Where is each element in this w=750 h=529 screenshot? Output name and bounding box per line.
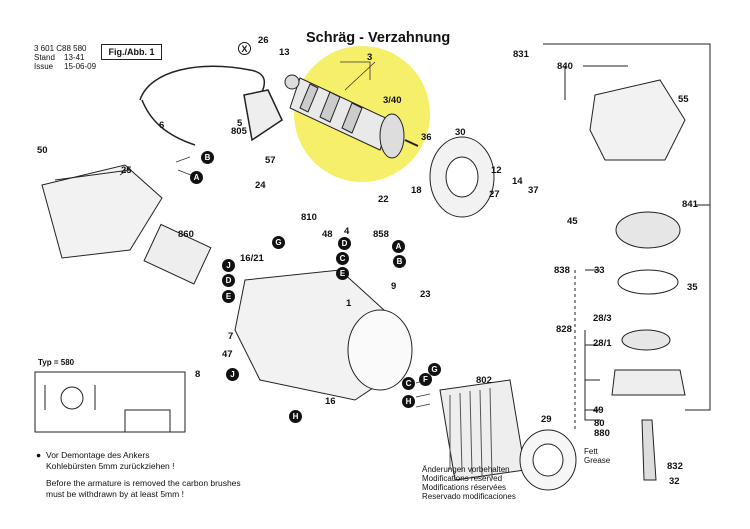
note-line-2: Kohlebürsten 5mm zurückziehen ! — [46, 461, 175, 471]
bearing-flange — [429, 136, 495, 218]
connector-e-1: E — [222, 290, 235, 303]
rear-cover — [41, 164, 163, 259]
callout-1: 1 — [346, 298, 352, 309]
callout-3-40: 3/40 — [383, 95, 402, 106]
disclaimer-de: Änderungen vorbehalten — [422, 465, 510, 474]
callout-24: 24 — [255, 180, 266, 191]
callout-8: 8 — [195, 369, 201, 380]
callout-831: 831 — [513, 49, 529, 60]
issue-value: 15-06-09 — [64, 62, 97, 71]
callout-802: 802 — [476, 375, 492, 386]
callout-22: 22 — [378, 194, 389, 205]
callout-50: 50 — [37, 145, 48, 156]
leader-lines — [119, 61, 431, 408]
callout-28-3: 28/3 — [593, 313, 612, 324]
callout-45: 45 — [567, 216, 578, 227]
callout-841: 841 — [682, 199, 698, 210]
connector-d-1: D — [222, 274, 235, 287]
page-title: Schräg - Verzahnung — [306, 30, 451, 46]
callout-26: 26 — [258, 35, 269, 46]
grease-label: Grease — [584, 456, 611, 465]
callout-55: 55 — [678, 94, 689, 105]
callout-28-1: 28/1 — [593, 338, 612, 349]
callout-860: 860 — [178, 229, 194, 240]
callout-7: 7 — [228, 331, 234, 342]
callout-828: 828 — [556, 324, 572, 335]
wiring-schematic — [34, 371, 186, 433]
connector-b-2: B — [393, 255, 406, 268]
part-number: 3 601 C88 580 — [34, 44, 87, 53]
callout-32: 32 — [669, 476, 680, 487]
connector-e-2: E — [336, 267, 349, 280]
gear-head — [589, 79, 686, 481]
brush-holder-ring — [519, 429, 577, 491]
note-line-4: must be withdrawn by at least 5mm ! — [46, 489, 184, 499]
callout-48: 48 — [322, 229, 333, 240]
motor-housing — [234, 269, 413, 401]
callout-18: 18 — [411, 185, 422, 196]
callout-13: 13 — [279, 47, 290, 58]
callout-35: 35 — [687, 282, 698, 293]
callout-29: 29 — [541, 414, 552, 425]
stand-label: Stand — [34, 53, 55, 62]
callout-832: 832 — [667, 461, 683, 472]
callout-12: 12 — [491, 165, 502, 176]
connector-j-2: J — [226, 368, 239, 381]
callout-80: 80 — [594, 418, 605, 429]
callout-57: 57 — [265, 155, 276, 166]
callout-880: 880 — [594, 428, 610, 439]
callout-37: 37 — [528, 185, 539, 196]
callout-14: 14 — [512, 176, 523, 187]
connector-g-2: G — [428, 363, 441, 376]
disclaimer-fr: Modifications réservées — [422, 483, 507, 492]
callout-838: 838 — [554, 265, 570, 276]
note-line-1: Vor Demontage des Ankers — [46, 450, 150, 460]
callout-4: 4 — [344, 226, 350, 237]
callout-805: 805 — [231, 126, 247, 137]
callout-16-21: 16/21 — [240, 253, 264, 264]
callout-27: 27 — [489, 189, 500, 200]
callout-3: 3 — [367, 52, 373, 63]
connector-f-1: F — [419, 373, 432, 386]
callout-25: 25 — [121, 165, 132, 176]
stand-value: 13-41 — [64, 53, 85, 62]
callout-33: 33 — [594, 265, 605, 276]
connector-j-1: J — [222, 259, 235, 272]
fett-label: Fett — [584, 447, 598, 456]
callout-6: 6 — [159, 120, 165, 131]
note-bullet: ● — [36, 450, 42, 460]
armature-part — [284, 74, 419, 159]
connector-a-1: A — [190, 171, 203, 184]
figure-label: Fig./Abb. 1 — [101, 44, 162, 60]
connector-h-1: H — [402, 395, 415, 408]
disclaimer-es: Reservado modificaciones — [422, 492, 516, 501]
callout-5: 5 — [237, 118, 243, 129]
connector-c-1: C — [336, 252, 349, 265]
callout-23: 23 — [420, 289, 431, 300]
connector-d-2: D — [338, 237, 351, 250]
connector-b-1: B — [201, 151, 214, 164]
connector-h-2: H — [289, 410, 302, 423]
callout-858: 858 — [373, 229, 389, 240]
connector-g-1: G — [272, 236, 285, 249]
callout-36: 36 — [421, 132, 432, 143]
disclaimer-en: Modifications reserved — [422, 474, 503, 483]
connector-a-2: A — [392, 240, 405, 253]
connector-x: X — [238, 42, 251, 55]
assembly-brackets — [543, 43, 711, 430]
cable-plug — [139, 65, 283, 146]
callout-47: 47 — [222, 349, 233, 360]
callout-30: 30 — [455, 127, 466, 138]
typ-label: Typ = 580 — [38, 358, 75, 367]
note-line-3: Before the armature is removed the carbo… — [46, 478, 241, 488]
callout-810: 810 — [301, 212, 317, 223]
callout-16: 16 — [325, 396, 336, 407]
issue-label: Issue — [34, 62, 54, 71]
callout-49: 49 — [593, 405, 604, 416]
connector-c-2: C — [402, 377, 415, 390]
callout-840: 840 — [557, 61, 573, 72]
callout-9: 9 — [391, 281, 397, 292]
